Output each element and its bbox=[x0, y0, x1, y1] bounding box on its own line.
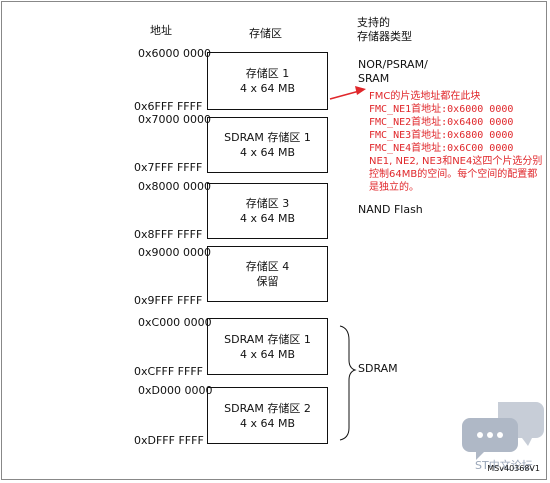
bank4-end-address: 0x9FFF FFFF bbox=[134, 294, 203, 307]
bank3-start-address: 0x8000 0000 bbox=[138, 180, 211, 193]
bank1-label: 存储区 1 bbox=[245, 67, 290, 80]
forum-watermark-icon bbox=[462, 402, 544, 460]
annotation-line-ne4: FMC_NE4首地址:0x6C00 0000 bbox=[369, 143, 514, 154]
sdram-brace-icon bbox=[339, 325, 357, 441]
watermark-text: ST中文论坛 bbox=[475, 459, 533, 472]
annotation-arrow-icon bbox=[329, 86, 366, 100]
bank2-end-address: 0x7FFF FFFF bbox=[134, 161, 203, 174]
bank1-size: 4 x 64 MB bbox=[239, 82, 296, 95]
sdram-label: SDRAM bbox=[358, 362, 398, 375]
bank6-start-address: 0xD000 0000 bbox=[138, 384, 213, 397]
annotation-title: FMC的片选地址都在此块 bbox=[369, 91, 481, 102]
annotation-note: NE1, NE2, NE3和NE4这四个片选分别控制64MB的空间。每个空间的配… bbox=[369, 156, 543, 193]
bank2-start-address: 0x7000 0000 bbox=[138, 113, 211, 126]
bank3-end-address: 0x8FFF FFFF bbox=[134, 228, 203, 241]
bank5-size: 4 x 64 MB bbox=[239, 347, 296, 361]
annotation-line-ne3: FMC_NE3首地址:0x6800 0000 bbox=[369, 130, 514, 141]
nand-flash-label: NAND Flash bbox=[358, 203, 423, 216]
bank1-box: 存储区 1 4 x 64 MB bbox=[207, 52, 328, 110]
bank1-end-address: 0x6FFF FFFF bbox=[134, 100, 203, 113]
bank3-box: 存储区 3 4 x 64 MB bbox=[207, 183, 328, 239]
bank3-label: 存储区 3 bbox=[245, 197, 290, 210]
annotation-line-ne2: FMC_NE2首地址:0x6400 0000 bbox=[369, 117, 514, 128]
bank-header: 存储区 bbox=[249, 27, 282, 40]
nor-psram-sram-label: NOR/PSRAM/ SRAM bbox=[358, 58, 428, 85]
bank6-label: SDRAM 存储区 2 bbox=[224, 401, 311, 415]
fmc-annotation: FMC的片选地址都在此块 FMC_NE1首地址:0x6000 0000 FMC_… bbox=[369, 90, 547, 194]
bank4-size: 保留 bbox=[256, 275, 279, 288]
bank4-start-address: 0x9000 0000 bbox=[138, 246, 211, 259]
bank5-label: SDRAM 存储区 1 bbox=[224, 332, 311, 346]
bank6-box: SDRAM 存储区 2 4 x 64 MB bbox=[207, 387, 328, 444]
bank5-end-address: 0xCFFF FFFF bbox=[134, 365, 203, 378]
bank3-size: 4 x 64 MB bbox=[239, 212, 296, 225]
annotation-line-ne1: FMC_NE1首地址:0x6000 0000 bbox=[369, 104, 514, 115]
bank4-label: 存储区 4 bbox=[245, 260, 290, 273]
bank5-start-address: 0xC000 0000 bbox=[138, 316, 212, 329]
supported-types-header: 支持的 存储器类型 bbox=[357, 16, 412, 43]
bank2-size: 4 x 64 MB bbox=[239, 146, 296, 159]
bank6-end-address: 0xDFFF FFFF bbox=[134, 434, 204, 447]
bank6-size: 4 x 64 MB bbox=[239, 416, 296, 430]
bank5-box: SDRAM 存储区 1 4 x 64 MB bbox=[207, 318, 328, 375]
bank1-start-address: 0x6000 0000 bbox=[138, 47, 211, 60]
version-code: MSv40368V1 bbox=[487, 464, 540, 473]
bank4-box: 存储区 4 保留 bbox=[207, 246, 328, 302]
address-header: 地址 bbox=[150, 24, 172, 37]
bank2-label: SDRAM 存储区 1 bbox=[224, 131, 311, 144]
bank2-box: SDRAM 存储区 1 4 x 64 MB bbox=[207, 117, 328, 173]
